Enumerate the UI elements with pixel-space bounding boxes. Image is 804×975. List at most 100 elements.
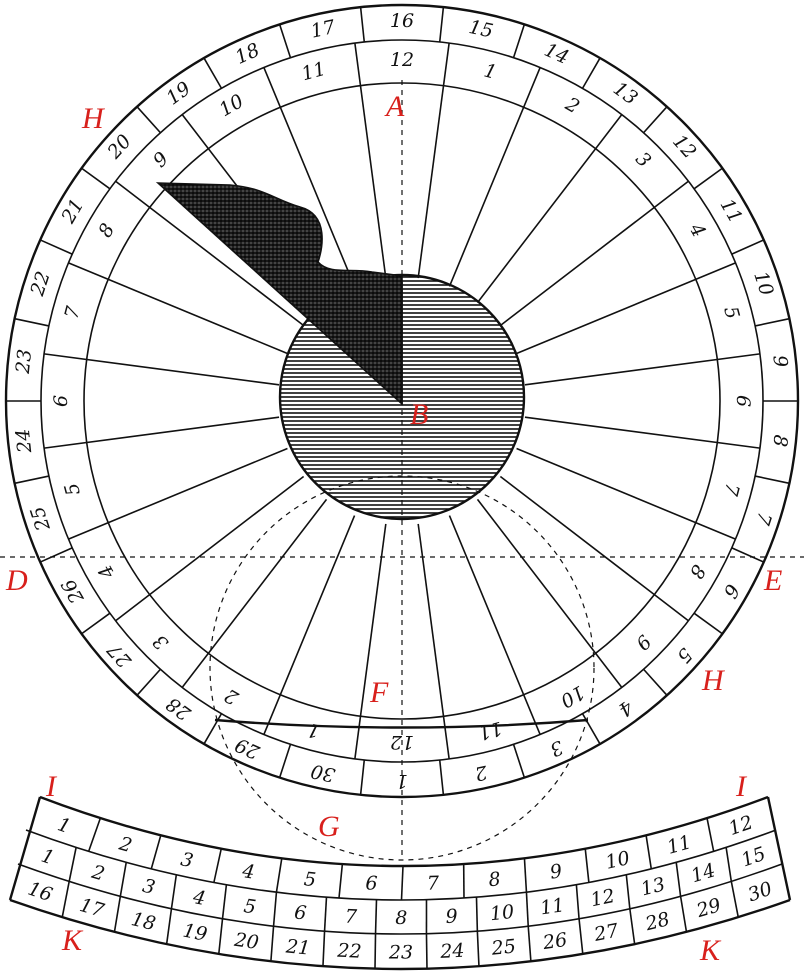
outer-divider bbox=[693, 167, 723, 190]
scale-row2-edge bbox=[17, 863, 783, 935]
hour-spoke bbox=[354, 523, 387, 760]
scale-divider bbox=[706, 817, 715, 852]
scale-divider bbox=[170, 874, 178, 909]
label-K-left: K bbox=[61, 924, 84, 957]
scale-divider bbox=[119, 862, 128, 897]
scale-divider bbox=[272, 892, 278, 927]
scale-divider bbox=[374, 933, 377, 969]
outer-divider bbox=[731, 547, 765, 563]
scale-number: 6 bbox=[365, 872, 378, 894]
scale-divider bbox=[150, 835, 162, 870]
outer-ring-number: 7 bbox=[751, 509, 776, 528]
outer-divider bbox=[203, 713, 223, 745]
hour-spoke bbox=[516, 447, 736, 540]
scale-divider bbox=[476, 931, 480, 967]
scale-number: 2 bbox=[88, 861, 107, 886]
hour-spoke bbox=[417, 42, 450, 279]
hour-number: 8 bbox=[94, 220, 119, 241]
scale-divider bbox=[523, 858, 528, 893]
outer-divider bbox=[203, 57, 223, 89]
lower-arc-band bbox=[214, 718, 589, 729]
outer-divider bbox=[81, 167, 111, 190]
hour-spoke bbox=[417, 523, 450, 760]
scale-divider bbox=[338, 864, 344, 899]
scale-number: 4 bbox=[240, 860, 256, 884]
scale-number: 24 bbox=[439, 940, 465, 963]
scale-divider bbox=[584, 848, 590, 883]
scale-number: 3 bbox=[140, 875, 157, 899]
hour-spoke bbox=[499, 475, 689, 622]
hour-number: 10 bbox=[557, 681, 589, 712]
outer-divider bbox=[14, 475, 50, 485]
scale-divider bbox=[625, 874, 631, 909]
scale-number: 11 bbox=[539, 894, 566, 919]
hour-spoke bbox=[263, 515, 356, 735]
scale-divider bbox=[578, 918, 584, 955]
scale-number: 18 bbox=[129, 908, 158, 935]
scale-number: 9 bbox=[445, 905, 458, 928]
label-H-upper: H bbox=[81, 102, 106, 135]
outer-divider bbox=[512, 24, 526, 58]
label-G: G bbox=[318, 810, 340, 843]
outer-divider bbox=[81, 612, 111, 635]
outer-divider bbox=[581, 57, 601, 89]
scale-divider bbox=[629, 908, 636, 945]
hour-number: 6 bbox=[732, 395, 754, 407]
hour-spoke bbox=[354, 42, 387, 279]
hour-spoke bbox=[516, 262, 736, 355]
hour-spoke bbox=[181, 498, 328, 688]
scale-number: 8 bbox=[395, 907, 407, 929]
outer-ring-number: 16 bbox=[390, 10, 414, 32]
hour-number: 1 bbox=[305, 718, 322, 742]
scale-divider bbox=[221, 884, 228, 919]
outer-divider bbox=[359, 759, 366, 795]
scale-divider bbox=[525, 892, 530, 927]
hour-spoke bbox=[448, 515, 541, 735]
scale-divider bbox=[217, 918, 224, 955]
scale-divider bbox=[322, 931, 326, 967]
scale-divider bbox=[68, 847, 77, 882]
scale-number: 16 bbox=[25, 878, 55, 907]
scale-number: 7 bbox=[427, 872, 441, 894]
outer-ring-number: 18 bbox=[232, 39, 263, 69]
scale-number: 4 bbox=[190, 886, 207, 910]
scale-number: 21 bbox=[284, 935, 311, 959]
label-F: F bbox=[369, 676, 389, 709]
outer-ring-number: 23 bbox=[12, 348, 37, 375]
scale-number: 1 bbox=[38, 845, 57, 870]
hour-number: 8 bbox=[685, 561, 710, 582]
outer-divider bbox=[642, 668, 668, 696]
scale-number: 11 bbox=[665, 831, 694, 859]
scale-number: 23 bbox=[388, 942, 413, 964]
label-D: D bbox=[5, 564, 28, 597]
outer-divider bbox=[136, 668, 162, 696]
hour-number: 9 bbox=[149, 148, 173, 172]
outer-divider bbox=[581, 713, 601, 745]
scale-number: 12 bbox=[726, 811, 756, 840]
outer-ring-number: 2 bbox=[473, 760, 490, 784]
hour-number: 5 bbox=[60, 481, 84, 498]
hour-spoke bbox=[68, 262, 288, 355]
scale-number: 20 bbox=[232, 929, 260, 954]
hour-spoke bbox=[115, 475, 305, 622]
outer-ring-number: 14 bbox=[541, 39, 572, 69]
hour-number: 7 bbox=[719, 481, 744, 499]
scale-divider bbox=[61, 881, 70, 918]
outer-divider bbox=[754, 317, 790, 327]
outer-ring-number: 6 bbox=[719, 580, 744, 601]
scale-divider bbox=[270, 926, 275, 962]
scale-number: 10 bbox=[603, 847, 631, 874]
hour-spoke bbox=[499, 180, 689, 327]
outer-divider bbox=[693, 612, 723, 635]
hour-number: 12 bbox=[390, 49, 414, 71]
outer-ring-number: 15 bbox=[467, 16, 495, 43]
scale-top-edge bbox=[39, 795, 769, 868]
scale-divider bbox=[475, 897, 479, 932]
outer-divider bbox=[136, 106, 162, 134]
hour-spoke bbox=[476, 114, 623, 304]
scale-divider bbox=[675, 862, 682, 897]
scale-number: 26 bbox=[541, 929, 569, 954]
outer-divider bbox=[642, 106, 668, 134]
